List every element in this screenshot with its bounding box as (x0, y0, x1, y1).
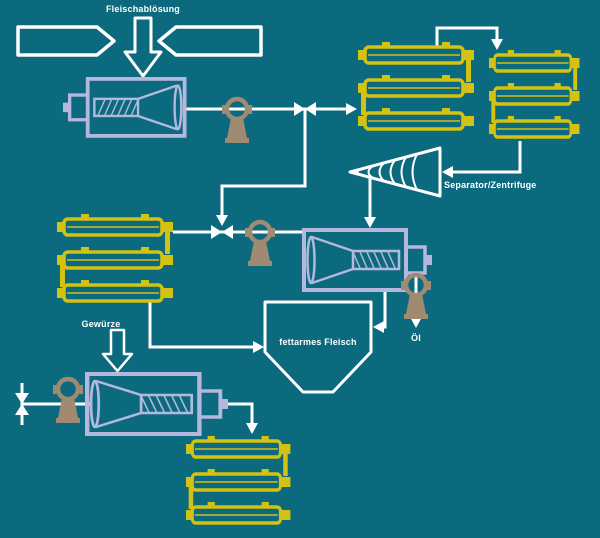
spice-arrow-down-icon (101, 328, 134, 373)
screw-press-2 (302, 228, 434, 292)
pipe-extruder3-to-hx4 (228, 402, 254, 424)
arrowhead-into-tank-left (253, 341, 264, 353)
screw-press-3 (87, 374, 228, 434)
arrowhead-into-hx1 (346, 103, 357, 115)
heat-exchanger-stack-4 (186, 436, 290, 523)
heat-exchanger-stack-3 (57, 214, 173, 301)
feed-arrow-down-icon (123, 16, 163, 78)
lean-meat-tank (263, 300, 373, 394)
spices-label: Gewürze (82, 319, 121, 329)
feed-input-label: Fleischablösung (106, 4, 180, 14)
pipe-hx3-to-tank (148, 302, 254, 349)
separator-label: Separator/Zentrifuge (444, 180, 537, 190)
arrowhead-into-separator (442, 166, 453, 178)
banner-left (16, 25, 116, 57)
valve-2 (211, 225, 233, 239)
separator-centrifuge (348, 146, 442, 198)
arrowhead-into-hx2 (491, 39, 503, 50)
screw-press-1 (61, 77, 187, 138)
separator-ribs (356, 153, 418, 191)
pump-1 (222, 99, 252, 143)
pump-4 (53, 379, 83, 423)
arrowhead-into-tank-right (373, 321, 384, 333)
pipe-hx2-to-separator (452, 141, 522, 174)
oil-output-label: Öl (411, 333, 421, 343)
tank-label: fettarmes Fleisch (279, 337, 356, 347)
banner-right (157, 25, 263, 57)
heat-exchanger-stack-1 (358, 42, 474, 129)
arrowhead-oil-out (410, 317, 422, 328)
pipe-hx1-to-hx2 (435, 26, 499, 46)
heat-exchanger-stack-2 (489, 50, 579, 137)
pipe-branch-to-valve2 (220, 109, 307, 216)
arrowhead-into-valve2 (216, 215, 228, 226)
arrowhead-into-extruder2 (364, 217, 376, 228)
pump-3 (245, 222, 275, 266)
arrowhead-into-hx4 (246, 423, 258, 434)
